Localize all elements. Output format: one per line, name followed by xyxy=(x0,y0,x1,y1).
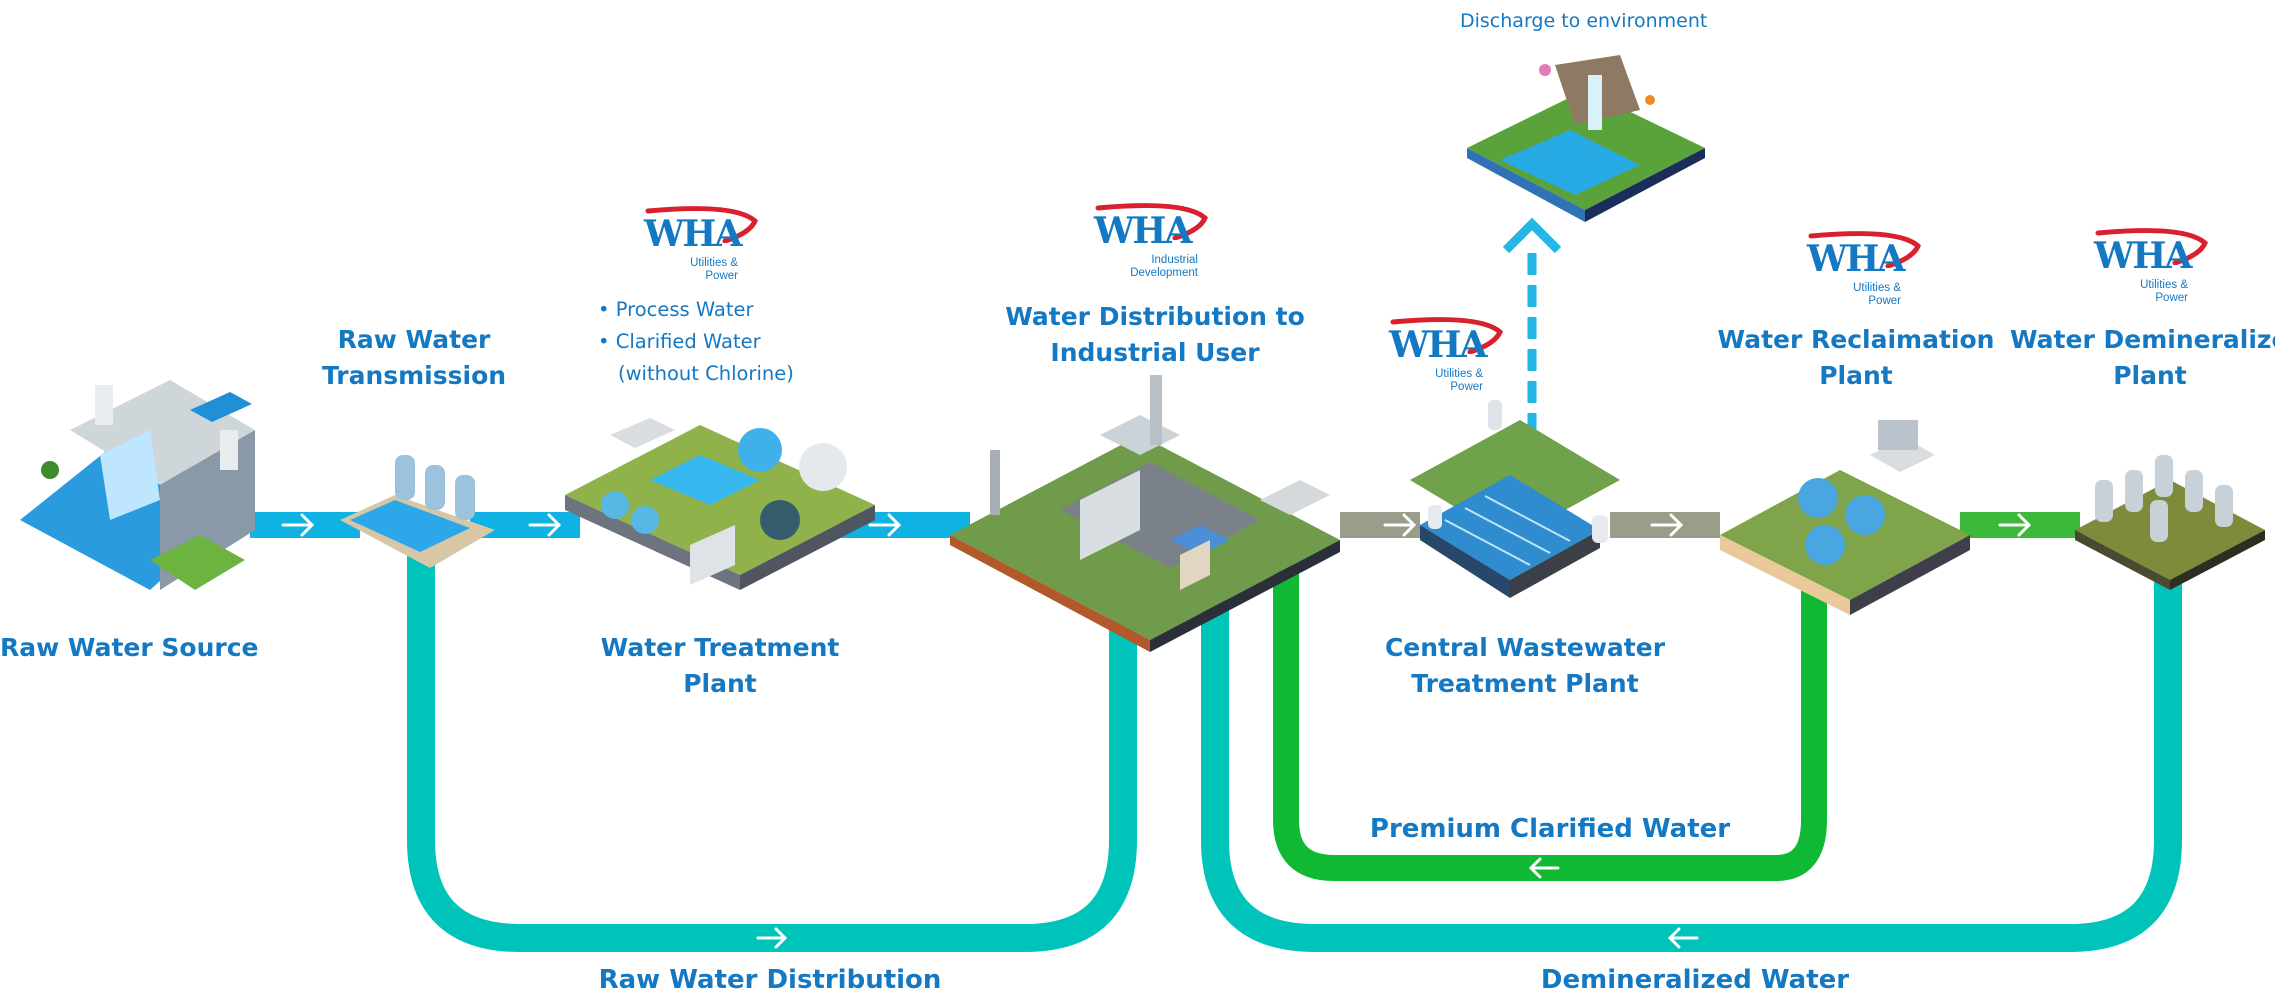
arrow-right-icon xyxy=(868,513,902,537)
arrow-right-icon xyxy=(1383,513,1417,537)
logo-swoosh-icon xyxy=(1808,231,1921,268)
pumping-station-icon xyxy=(340,455,495,568)
wha-utilities-logo: WHA Utilities & Power xyxy=(640,203,760,283)
discharge-arrow xyxy=(1502,217,1562,435)
demineralized-water-label: Demineralized Water xyxy=(1540,965,1850,995)
water-treatment-plant-label: Water Treatment Plant xyxy=(600,633,840,698)
product-note: (without Chlorine) xyxy=(618,362,794,385)
raw-water-source-label: Raw Water Source xyxy=(0,633,259,662)
dam-icon xyxy=(20,380,255,590)
industrial-user-label: Water Distribution to Industrial User xyxy=(1005,302,1305,367)
raw-water-distribution-label: Raw Water Distribution xyxy=(598,965,942,995)
wha-utilities-logo: WHA Utilities & Power xyxy=(1803,228,1923,308)
wha-utilities-logo: WHA Utilities & Power xyxy=(1385,314,1505,394)
demineralized-water-pipe xyxy=(1201,560,2182,952)
product-item: • Clarified Water xyxy=(598,330,761,353)
arrow-right-icon xyxy=(1998,513,2032,537)
raw-water-distribution-pipe xyxy=(407,540,1137,952)
treatment-products-list: • Process Water • Clarified Water (witho… xyxy=(598,294,794,390)
reclamation-plant-icon xyxy=(1720,420,1970,615)
arrow-left-icon xyxy=(1667,927,1699,949)
logo-swoosh-icon xyxy=(1095,203,1208,240)
premium-clarified-water-pipe xyxy=(1273,565,1827,881)
raw-water-transmission-label: Raw Water Transmission xyxy=(321,325,507,390)
logo-swoosh-icon xyxy=(2095,228,2208,265)
demineralization-plant-icon xyxy=(2075,455,2265,590)
logo-swoosh-icon xyxy=(1390,317,1503,354)
arrow-right-icon xyxy=(1650,513,1684,537)
arrow-right-icon xyxy=(528,513,562,537)
wha-industrial-logo: WHA Industrial Development xyxy=(1090,200,1210,280)
arrow-right-icon xyxy=(281,513,315,537)
industrial-estate-icon xyxy=(950,375,1340,652)
water-reclamation-label: Water Reclaimation Plant xyxy=(1717,325,1995,390)
product-item: • Process Water xyxy=(598,298,754,321)
waterfall-icon xyxy=(1467,55,1705,222)
water-demineralized-label: Water Demineralized Plant xyxy=(2010,325,2275,390)
treatment-plant-icon xyxy=(565,418,875,590)
discharge-label: Discharge to environment xyxy=(1460,10,1708,32)
central-wastewater-label: Central Wastewater Treatment Plant xyxy=(1384,633,1666,698)
wastewater-plant-icon xyxy=(1410,400,1620,598)
premium-clarified-water-label: Premium Clarified Water xyxy=(1369,814,1731,844)
arrow-left-icon xyxy=(1528,857,1560,879)
logo-swoosh-icon xyxy=(645,206,758,243)
wha-utilities-logo: WHA Utilities & Power xyxy=(2090,225,2210,305)
arrow-right-icon xyxy=(756,927,788,949)
